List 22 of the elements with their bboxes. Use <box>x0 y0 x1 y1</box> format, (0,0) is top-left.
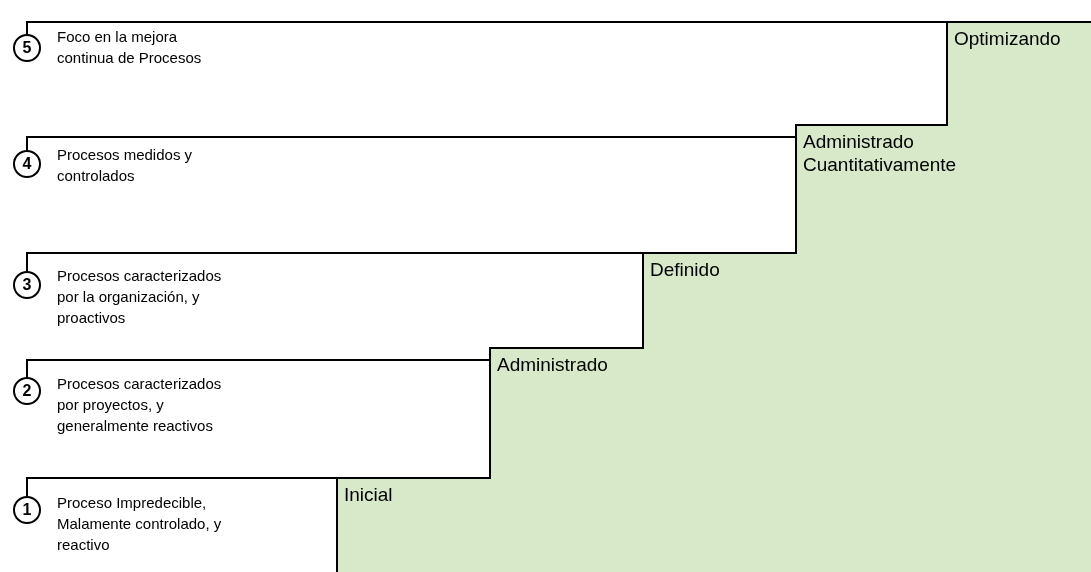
step-label: Administrado Cuantitativamente <box>803 130 958 176</box>
step-label: Inicial <box>344 483 394 506</box>
leader-line <box>26 21 947 35</box>
leader-line <box>26 252 643 272</box>
leader-line <box>26 359 490 378</box>
level-number-circle: 2 <box>13 377 41 405</box>
leader-line <box>26 477 337 497</box>
level-number-circle: 5 <box>13 34 41 62</box>
level-description: Proceso Impredecible, Malamente controlado, y reactivo <box>57 493 223 555</box>
level-description: Procesos caracterizados por la organización, y proactivos <box>57 266 223 328</box>
level-number-circle: 1 <box>13 496 41 524</box>
level-description: Foco en la mejora continua de Procesos <box>57 27 203 68</box>
level-number-circle: 3 <box>13 271 41 299</box>
level-description: Procesos medidos y controlados <box>57 145 194 186</box>
step-block <box>336 477 490 572</box>
step-block <box>489 347 643 572</box>
leader-line <box>26 136 796 151</box>
level-number-circle: 4 <box>13 150 41 178</box>
step-label: Administrado <box>497 353 609 376</box>
step-label: Optimizando <box>954 27 1062 50</box>
step-label: Definido <box>650 258 721 281</box>
level-description: Procesos caracterizados por proyectos, y generalmente reactivos <box>57 374 223 436</box>
